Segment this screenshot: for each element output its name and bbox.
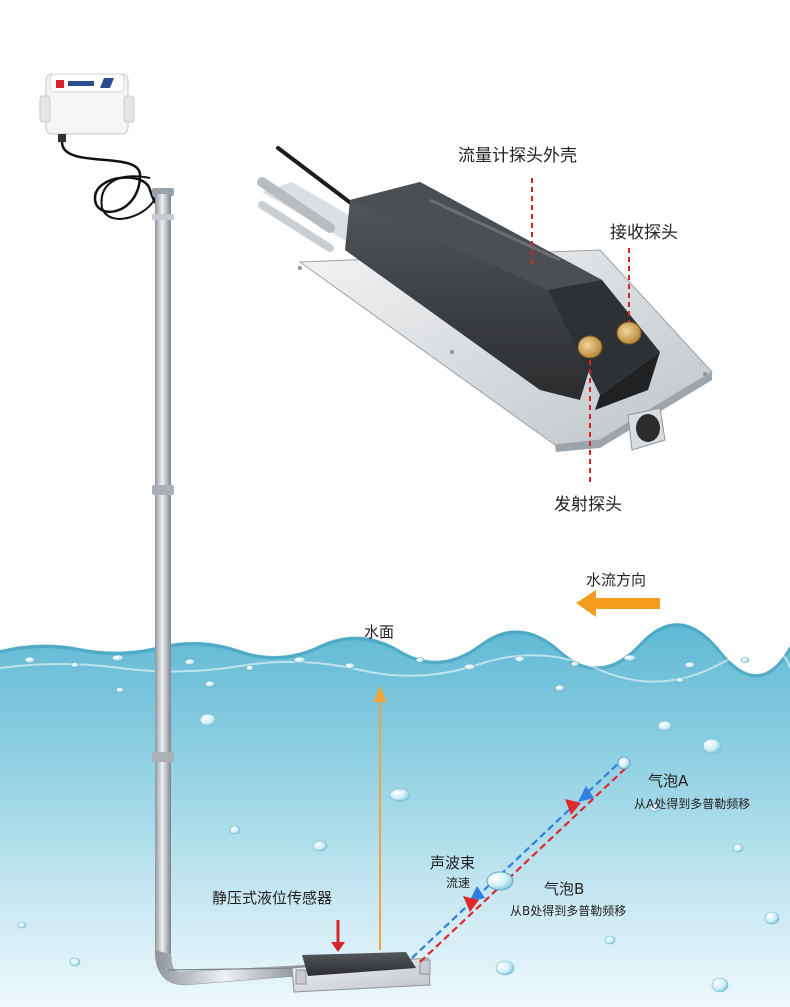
label-water-surface: 水面 [364, 623, 395, 641]
label-housing: 流量计探头外壳 [458, 146, 577, 166]
label-sound-beam: 声波束 [430, 854, 476, 872]
flow-direction-arrow [576, 590, 660, 617]
label-bubble-b: 气泡B [544, 880, 585, 898]
callout-guides [531, 178, 630, 482]
label-flow-speed: 流速 [446, 876, 471, 890]
label-pressure-sensor: 静压式液位传感器 [212, 889, 333, 907]
label-receiver: 接收探头 [610, 223, 678, 243]
bubble-a-marker [617, 756, 631, 770]
water-surface-foam [0, 623, 790, 678]
mounting-pole [152, 188, 311, 986]
label-bubble-b-note: 从B处得到多普勒频移 [510, 904, 627, 918]
label-flow-direction: 水流方向 [586, 571, 647, 589]
label-transmitter: 发射探头 [554, 495, 622, 515]
underwater-bubbles [17, 713, 780, 993]
pressure-sensor-pointer [331, 920, 345, 952]
water-body [0, 623, 790, 1007]
bottom-flow-sensor [291, 952, 431, 993]
label-bubble-a-note: 从A处得到多普勒频移 [634, 797, 751, 811]
label-bubble-a: 气泡A [648, 772, 689, 790]
sound-beams [411, 756, 631, 963]
transmitter-box [39, 73, 164, 220]
water-level-arrow [373, 686, 387, 950]
bubble-b-marker [486, 871, 514, 891]
probe-closeup [257, 146, 713, 452]
surface-droplets [24, 654, 750, 693]
